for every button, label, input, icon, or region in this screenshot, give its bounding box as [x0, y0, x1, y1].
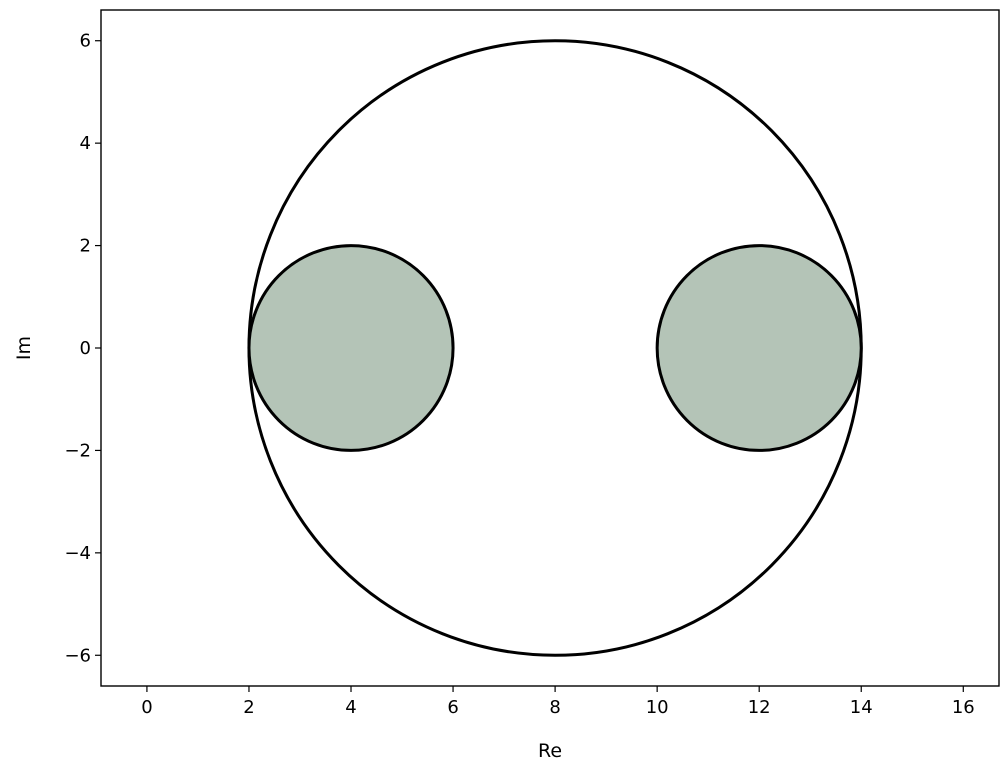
y-axis-ticks: −6 −4 −2 0 2 4 6: [64, 31, 101, 666]
y-tick-label: 4: [80, 133, 91, 154]
plot-circles: [247, 39, 863, 657]
x-tick-label: 2: [243, 697, 254, 718]
y-tick-label: 6: [80, 31, 91, 52]
x-tick-label: 10: [646, 697, 669, 718]
x-tick-label: 4: [345, 697, 356, 718]
x-tick-label: 14: [850, 697, 873, 718]
circle-2: [247, 244, 455, 452]
x-tick-label: 6: [447, 697, 458, 718]
y-tick-label: 0: [80, 338, 91, 359]
y-axis-label: Im: [13, 336, 35, 360]
y-tick-label: −2: [64, 440, 91, 461]
x-tick-label: 16: [952, 697, 975, 718]
y-tick-label: 2: [80, 236, 91, 257]
y-tick-label: −6: [64, 645, 91, 666]
x-axis-label: Re: [538, 740, 562, 762]
circle-3: [655, 244, 863, 452]
x-tick-label: 0: [141, 697, 152, 718]
x-tick-label: 12: [748, 697, 771, 718]
x-axis-ticks: 0 2 4 6 8 10 12 14 16: [141, 686, 975, 718]
y-tick-label: −4: [64, 543, 91, 564]
axes-frame: [100, 9, 1000, 687]
x-tick-label: 8: [549, 697, 560, 718]
